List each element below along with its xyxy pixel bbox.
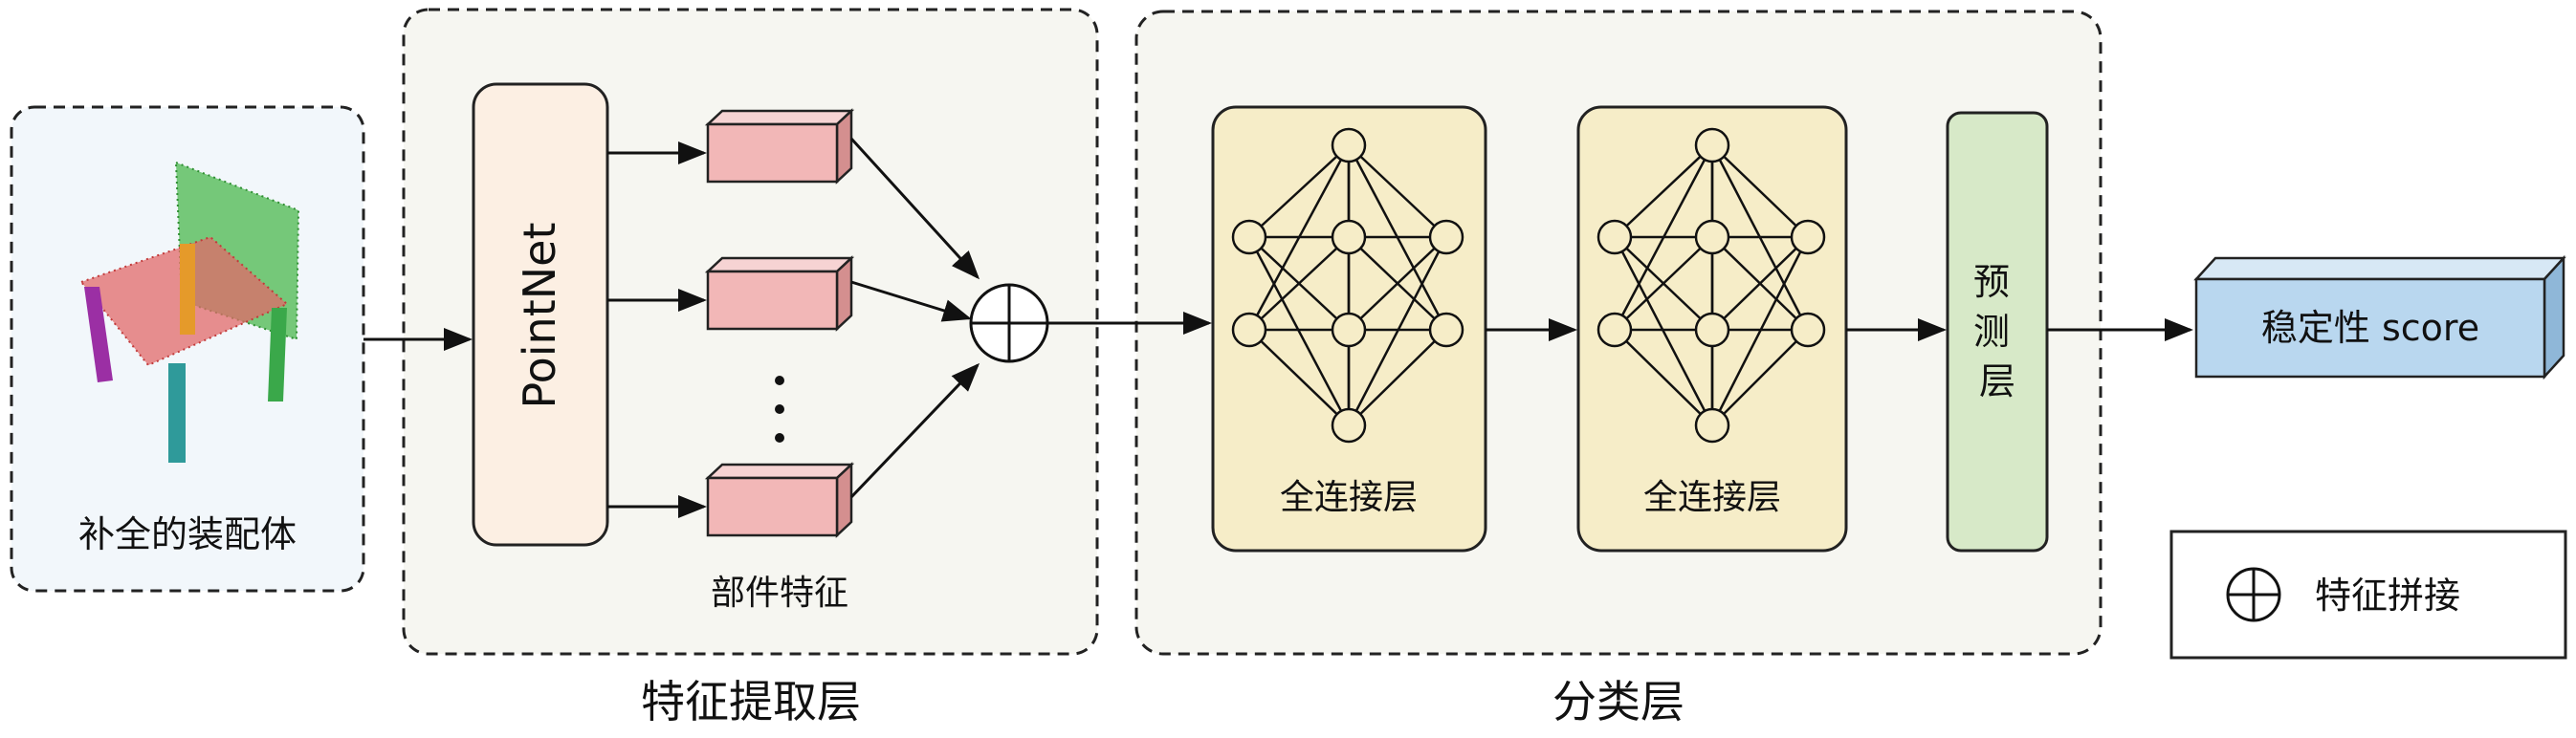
output-label: 稳定性 score <box>2261 307 2479 349</box>
prediction-char-2: 测 <box>1973 311 2010 353</box>
pointnet-block: PointNet <box>472 82 609 547</box>
chair-point-cloud-image <box>79 161 300 463</box>
arrow <box>849 362 980 499</box>
prediction-label: 预 测 层 <box>1973 261 2021 402</box>
ellipsis-dots <box>775 376 784 443</box>
feature-extraction-panel: PointNet <box>402 8 1099 656</box>
part-feature-box <box>704 462 855 538</box>
legend: 特征拼接 <box>2169 530 2567 660</box>
output-score-box: 稳定性 score <box>2193 254 2566 380</box>
prediction-layer: 预 测 层 <box>1946 111 2049 553</box>
pointnet-label: PointNet <box>514 223 565 409</box>
arrow <box>849 137 980 280</box>
part-feature-box <box>704 108 855 184</box>
input-panel: 补全的装配体 <box>10 105 365 593</box>
classification-section-label: 分类层 <box>1552 676 1684 727</box>
part-feature-box <box>704 255 855 332</box>
part-features-label: 部件特征 <box>711 574 848 613</box>
fully-connected-layer-1: 全连接层 <box>1211 105 1487 553</box>
prediction-char-1: 预 <box>1973 261 2010 303</box>
concat-legend-icon <box>2226 567 2281 622</box>
neural-network-icon <box>1231 127 1464 444</box>
fc1-label: 全连接层 <box>1280 478 1418 517</box>
fully-connected-layer-2: 全连接层 <box>1576 105 1848 553</box>
prediction-char-3: 层 <box>1979 360 2015 402</box>
classification-panel: 全连接层 <box>1134 10 2103 656</box>
legend-concat-label: 特征拼接 <box>2315 575 2460 617</box>
neural-network-icon <box>1596 127 1826 444</box>
fc2-label: 全连接层 <box>1643 478 1781 517</box>
concat-icon <box>969 283 1049 363</box>
feature-extraction-section-label: 特征提取层 <box>641 676 861 727</box>
arrow <box>850 280 972 322</box>
input-label: 补全的装配体 <box>78 513 297 555</box>
